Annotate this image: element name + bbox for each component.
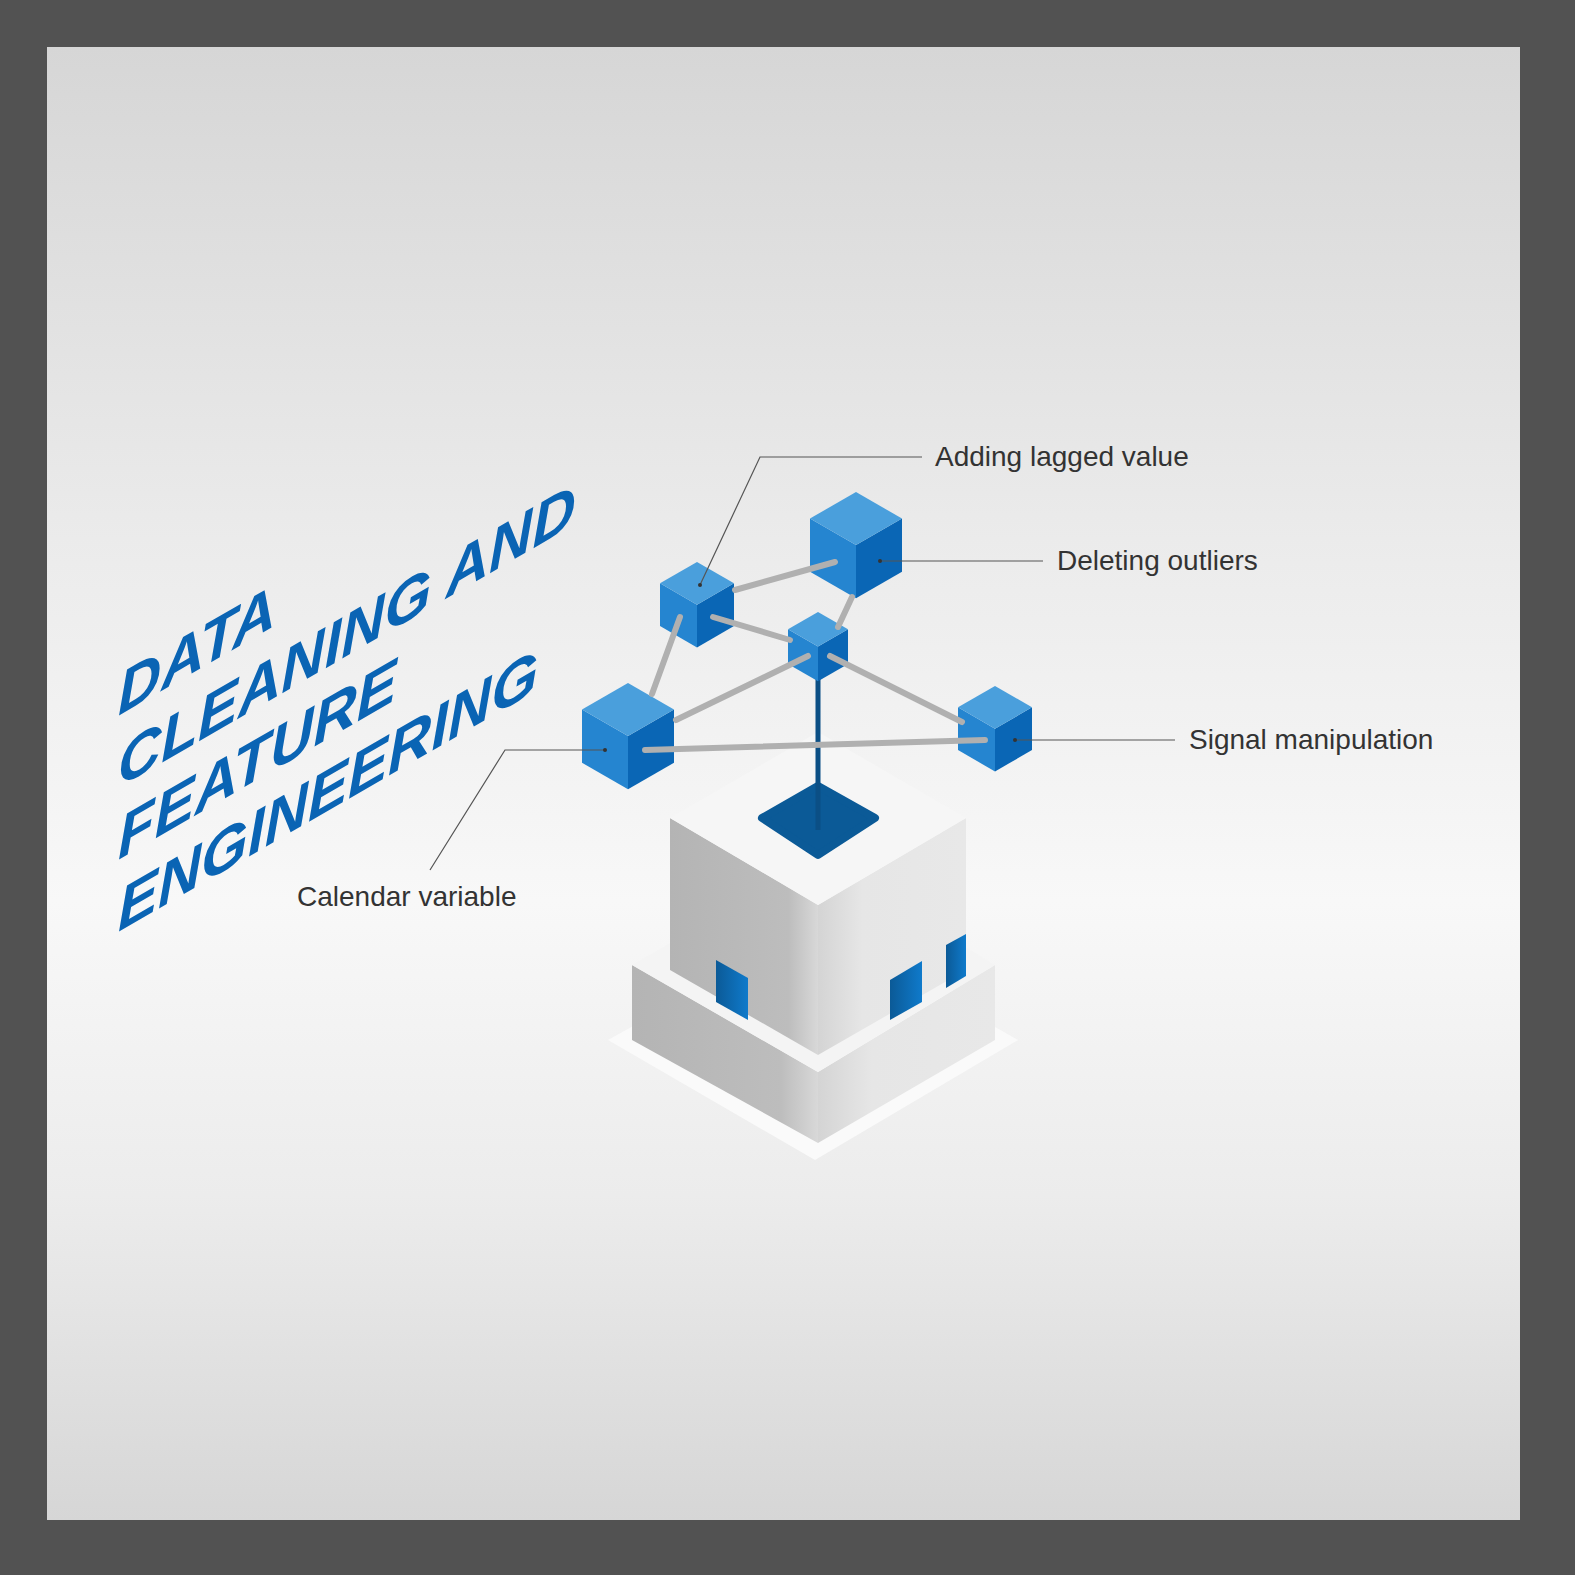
- network-link: [838, 597, 852, 627]
- network-link: [645, 740, 985, 750]
- leader-dot: [698, 583, 702, 587]
- network-link: [713, 617, 790, 640]
- leader-line: [880, 560, 1043, 561]
- callout-label: Adding lagged value: [935, 443, 1189, 471]
- callout-label: Deleting outliers: [1057, 547, 1258, 575]
- callout-label: Calendar variable: [297, 883, 516, 911]
- pole: [816, 675, 821, 830]
- cube-face: [582, 683, 674, 736]
- network-link: [676, 656, 808, 720]
- window: [890, 961, 922, 1020]
- leader-line: [1015, 739, 1175, 740]
- network-link: [735, 562, 835, 590]
- leader-line: [430, 750, 605, 870]
- callout-label: Signal manipulation: [1189, 726, 1433, 754]
- cube-face: [958, 686, 1032, 729]
- network-links: [645, 562, 985, 750]
- cube-face: [810, 492, 902, 545]
- leader-dot: [603, 748, 607, 752]
- window: [716, 960, 748, 1020]
- network-link: [830, 656, 962, 722]
- window: [946, 934, 966, 988]
- leader-dot: [878, 559, 882, 563]
- network-link: [652, 617, 680, 694]
- leader-line: [700, 457, 922, 585]
- leader-dot: [1013, 738, 1017, 742]
- cube-face: [660, 562, 734, 605]
